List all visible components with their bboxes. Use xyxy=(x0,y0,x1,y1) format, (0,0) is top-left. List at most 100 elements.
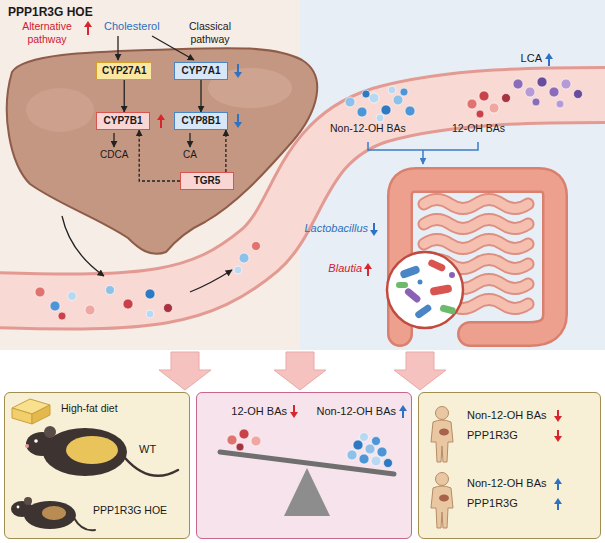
bile-acid-dot xyxy=(393,95,403,105)
bile-acid-dot xyxy=(467,99,477,109)
pathway-label: Alternative pathway xyxy=(8,20,86,45)
panel-text: PPP1R3G xyxy=(467,429,518,442)
microbiota-magnifier xyxy=(396,282,408,288)
bile-acid-dot xyxy=(377,447,387,457)
change-arrow xyxy=(399,405,407,411)
enzyme-name: CYP7B1 xyxy=(102,115,144,127)
change-arrow xyxy=(554,410,562,422)
change-arrow xyxy=(84,21,562,510)
bile-acid-dot xyxy=(123,299,133,309)
enzyme-box: CYP7A1 xyxy=(174,62,228,80)
seesaw xyxy=(284,468,330,516)
bile-acid-dot xyxy=(376,114,384,122)
bile-acid-dot xyxy=(476,110,484,118)
change-arrow xyxy=(290,412,298,418)
enzyme-name: CYP27A1 xyxy=(102,65,146,77)
bile-acid-dot xyxy=(58,312,66,320)
intestine xyxy=(424,220,528,229)
bile-acid-dot xyxy=(85,305,95,315)
bile-acid-dot xyxy=(532,98,540,106)
mouse-figure xyxy=(24,501,76,529)
regulation-arrow xyxy=(139,130,180,181)
bile-acid-dot xyxy=(359,454,369,464)
bile-acid-dot xyxy=(537,77,547,87)
microbiota-magnifier xyxy=(404,287,422,304)
mouse-figure xyxy=(25,444,29,448)
change-arrow xyxy=(554,498,562,510)
bile-acid-dot xyxy=(239,253,249,263)
bile-acid-dot xyxy=(513,79,523,89)
microbiota-magnifier xyxy=(387,252,463,328)
bile-acid-dot xyxy=(347,450,357,460)
microbiota-magnifier xyxy=(414,303,433,319)
bile-acid-dot xyxy=(384,459,393,468)
block-arrow xyxy=(159,352,446,390)
human-figure xyxy=(431,407,453,529)
bacteria-label: Blautia xyxy=(300,262,362,275)
bile-acid-dot xyxy=(381,105,391,115)
bile-acid-label: Non-12-OH BAs xyxy=(330,122,406,135)
bile-acid-dot xyxy=(400,88,408,96)
change-arrow xyxy=(234,64,242,78)
human-panel: Non-12-OH BAsPPP1R3GNon-12-OH BAsPPP1R3G xyxy=(418,392,601,539)
panel-text: PPP1R3G xyxy=(467,497,518,510)
pathway-arrow xyxy=(113,133,114,147)
bile-acid-dot xyxy=(234,266,242,274)
bile-acid-dot xyxy=(561,79,571,89)
microbiota-magnifier xyxy=(418,280,423,285)
pathway-arrow xyxy=(117,36,118,60)
enzyme-box: CYP8B1 xyxy=(174,112,228,130)
change-arrow xyxy=(554,478,562,490)
human-figure xyxy=(439,429,449,436)
bile-acid-dot xyxy=(50,301,60,311)
mouse-figure xyxy=(24,497,32,505)
change-arrow xyxy=(234,114,242,128)
change-arrow xyxy=(554,478,562,484)
bile-acid-label: LCA xyxy=(500,52,542,65)
regulation-arrow xyxy=(225,130,226,172)
bile-acid-dot xyxy=(68,292,77,301)
panel-ground xyxy=(418,392,601,539)
receptor-box: TGR5 xyxy=(180,172,234,190)
bile-acid-dot xyxy=(365,444,375,454)
background xyxy=(300,0,605,350)
human-figure xyxy=(431,473,453,529)
panel-text: Non-12-OH BAs xyxy=(467,477,546,490)
change-arrow xyxy=(554,498,562,504)
enzyme-box: CYP7B1 xyxy=(96,112,150,130)
bile-acid-dot xyxy=(357,107,367,117)
microbiota-magnifier xyxy=(439,304,456,315)
change-arrow xyxy=(399,405,407,418)
human-figure xyxy=(436,473,449,486)
intestine xyxy=(424,200,528,209)
microbiota-magnifier xyxy=(429,284,452,296)
change-arrow xyxy=(84,21,92,35)
pathway-arrow xyxy=(152,36,194,60)
food-icon xyxy=(12,408,32,424)
seesaw xyxy=(220,452,394,516)
panel-text: High-fat diet xyxy=(61,402,118,415)
pathway-arrow xyxy=(124,80,125,112)
panel-text: Non-12-OH BAs xyxy=(301,405,396,418)
bile-acid-dot xyxy=(164,304,173,313)
liver xyxy=(7,48,317,254)
change-arrow xyxy=(234,122,242,128)
mouse-figure xyxy=(66,436,118,464)
bile-acid-dot xyxy=(345,97,355,107)
mouse-figure xyxy=(44,426,56,438)
microbiota-magnifier xyxy=(449,272,455,278)
bile-acid-dot xyxy=(405,106,415,116)
change-arrow xyxy=(290,405,298,418)
food-icon xyxy=(32,405,50,424)
bile-acid-dot xyxy=(353,440,363,450)
change-arrow xyxy=(157,114,165,128)
change-arrow xyxy=(157,114,165,120)
bile-acid-dot xyxy=(227,435,237,445)
change-arrow xyxy=(554,416,562,422)
bile-acid-dot xyxy=(556,100,564,108)
mouse-figure xyxy=(34,439,38,443)
change-arrow xyxy=(370,223,378,236)
bile-acid-dot xyxy=(145,289,155,299)
